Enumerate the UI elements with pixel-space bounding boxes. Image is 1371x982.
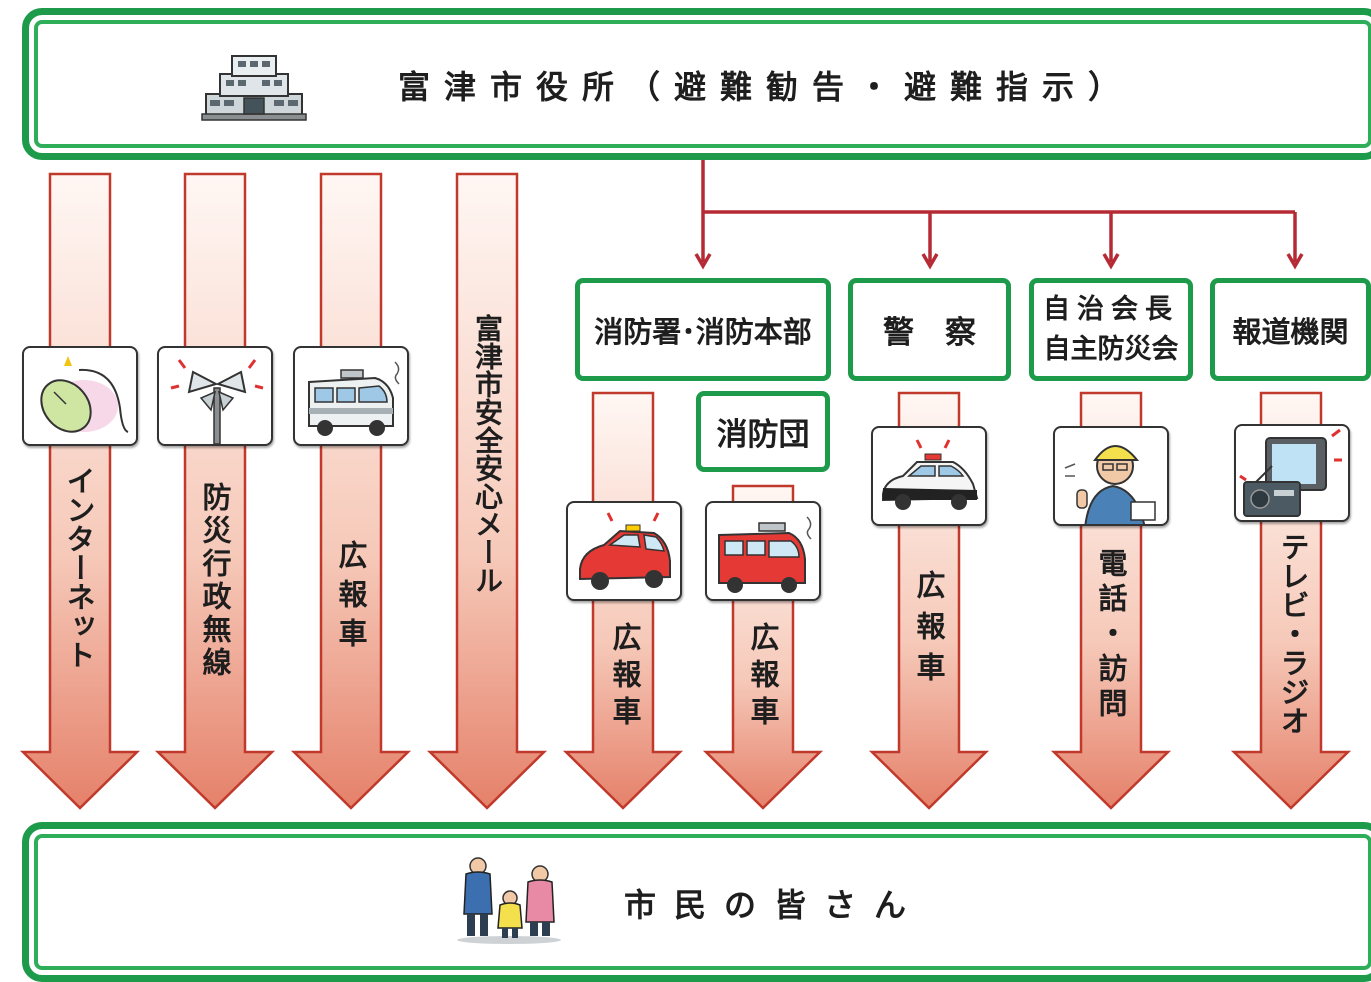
connector-arrowheads bbox=[694, 253, 1304, 270]
arrow-internet bbox=[19, 172, 141, 810]
channel-safety-mail: 富津市安全安心メール bbox=[471, 314, 504, 594]
loudspeaker-tower-icon bbox=[170, 359, 264, 444]
pr-van-icon-box bbox=[293, 346, 409, 446]
tv-radio-icon-box bbox=[1234, 424, 1350, 522]
channel-internet: インターネット bbox=[62, 466, 96, 669]
pr-van-icon bbox=[308, 361, 400, 436]
arrow-radio bbox=[154, 172, 276, 810]
fire-command-car-icon bbox=[579, 512, 671, 590]
channel-pr-car-police: 広報車 bbox=[912, 570, 946, 693]
community-leader-icon bbox=[1064, 445, 1156, 524]
channel-pr-car-city: 広報車 bbox=[334, 540, 368, 657]
community-label-line2: 自主防災会 bbox=[1043, 333, 1179, 365]
channel-pr-car-fire: 広報車 bbox=[608, 622, 642, 733]
community-label-line1: 自治会長 bbox=[1043, 294, 1179, 326]
fire-brigade-box: 消防団 bbox=[696, 391, 830, 472]
city-hall-icon bbox=[200, 48, 308, 122]
tv-radio-icon bbox=[1239, 428, 1342, 517]
fire-truck-icon bbox=[718, 516, 812, 593]
citizens-title: 市民の皆さん bbox=[624, 886, 925, 924]
community-leader-icon-box bbox=[1053, 426, 1169, 526]
fire-car-icon-box bbox=[566, 501, 682, 601]
media-label: 報道機関 bbox=[1232, 314, 1349, 349]
fire-department-label: 消防署･消防本部 bbox=[594, 314, 812, 349]
fire-department-box: 消防署･消防本部 bbox=[575, 278, 831, 381]
siren-icon-box bbox=[157, 346, 273, 446]
channel-tv-radio: テレビ・ラジオ bbox=[1276, 532, 1310, 735]
fire-truck-icon-box bbox=[705, 501, 821, 601]
fire-brigade-label: 消防団 bbox=[716, 417, 810, 453]
mouse-icon-box bbox=[22, 346, 138, 446]
media-box: 報道機関 bbox=[1210, 278, 1371, 381]
channel-phone-visit: 電話・訪問 bbox=[1094, 548, 1128, 723]
arrow-mail bbox=[426, 172, 548, 810]
connector-lines bbox=[701, 160, 1297, 262]
arrow-pr-car bbox=[290, 172, 412, 810]
channel-disaster-radio: 防災行政無線 bbox=[198, 482, 232, 680]
computer-mouse-icon bbox=[40, 356, 129, 433]
police-car-icon-box bbox=[871, 426, 987, 526]
community-box: 自治会長 自主防災会 bbox=[1029, 278, 1193, 381]
police-car-icon bbox=[882, 439, 979, 510]
channel-pr-car-brigade: 広報車 bbox=[746, 622, 780, 733]
police-box: 警 察 bbox=[848, 278, 1011, 381]
city-hall-title: 富津市役所（避難勧告・避難指示） bbox=[398, 68, 1135, 106]
police-label: 警 察 bbox=[883, 315, 976, 351]
family-evacuating-icon bbox=[452, 852, 566, 946]
